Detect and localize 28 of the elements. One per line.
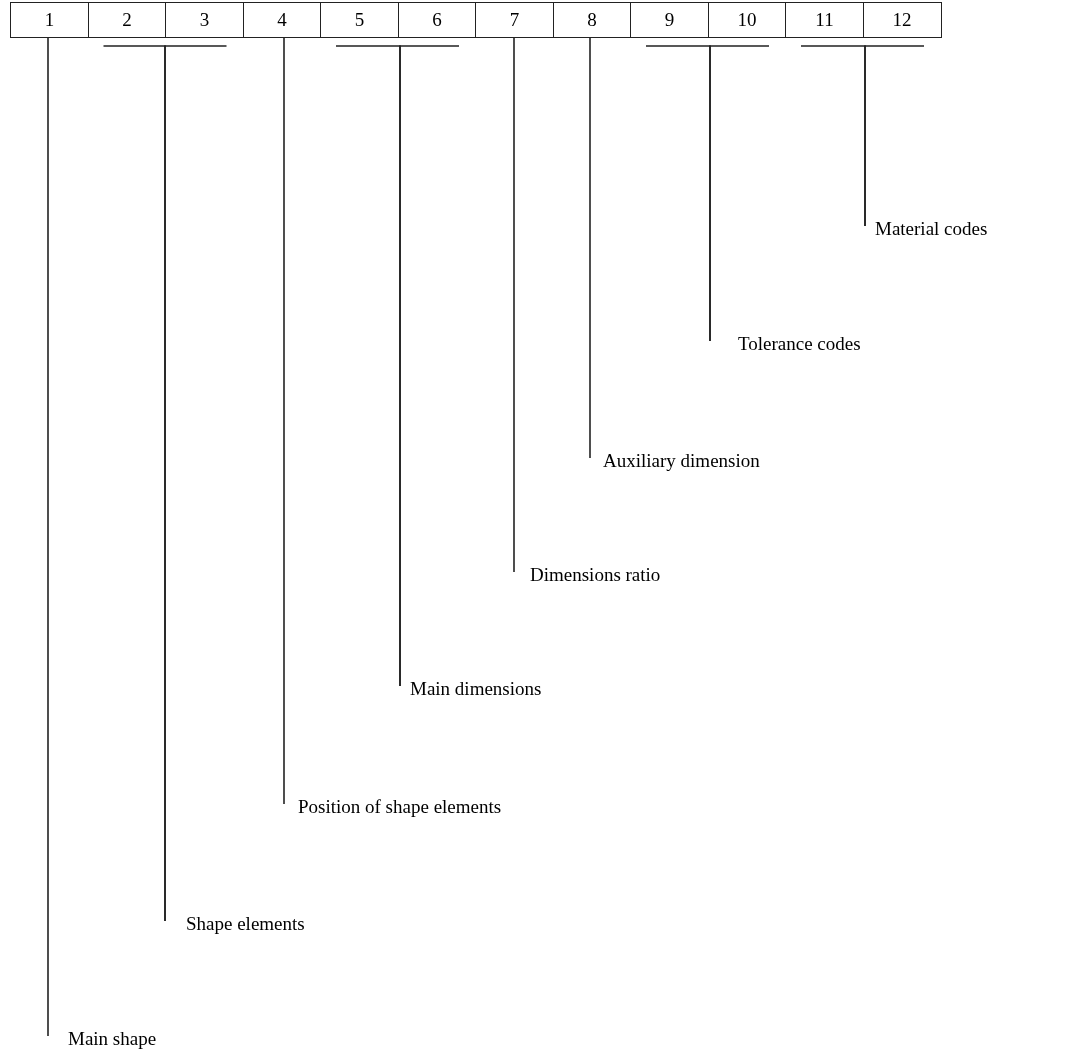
table-cell: 8 bbox=[552, 2, 632, 38]
table-cell: 12 bbox=[862, 2, 942, 38]
table-cell: 10 bbox=[707, 2, 787, 38]
table-cell: 5 bbox=[320, 2, 399, 38]
table-cell: 3 bbox=[165, 2, 244, 38]
leader-label: Auxiliary dimension bbox=[603, 450, 760, 472]
leader-line bbox=[164, 45, 228, 922]
table-cell: 1 bbox=[10, 2, 89, 38]
table-cell: 4 bbox=[242, 2, 322, 38]
table-cell: 2 bbox=[87, 2, 167, 38]
table-cell: 7 bbox=[475, 2, 554, 38]
leader-line bbox=[513, 37, 515, 573]
leader-label: Tolerance codes bbox=[738, 333, 861, 355]
leader-label: Material codes bbox=[875, 218, 988, 240]
leader-label: Shape elements bbox=[186, 913, 305, 935]
leader-line bbox=[864, 45, 925, 227]
leader-label: Main dimensions bbox=[410, 678, 542, 700]
leader-line bbox=[709, 45, 770, 342]
leader-line bbox=[283, 37, 285, 805]
leader-label: Position of shape elements bbox=[298, 796, 502, 818]
leader-line bbox=[47, 37, 49, 1037]
leader-label: Main shape bbox=[68, 1028, 157, 1050]
leader-line bbox=[589, 37, 591, 459]
leader-label: Dimensions ratio bbox=[530, 564, 661, 586]
leader-line bbox=[399, 45, 460, 687]
table-cell: 6 bbox=[397, 2, 477, 38]
table-cell: 9 bbox=[630, 2, 709, 38]
table-cell: 11 bbox=[785, 2, 864, 38]
